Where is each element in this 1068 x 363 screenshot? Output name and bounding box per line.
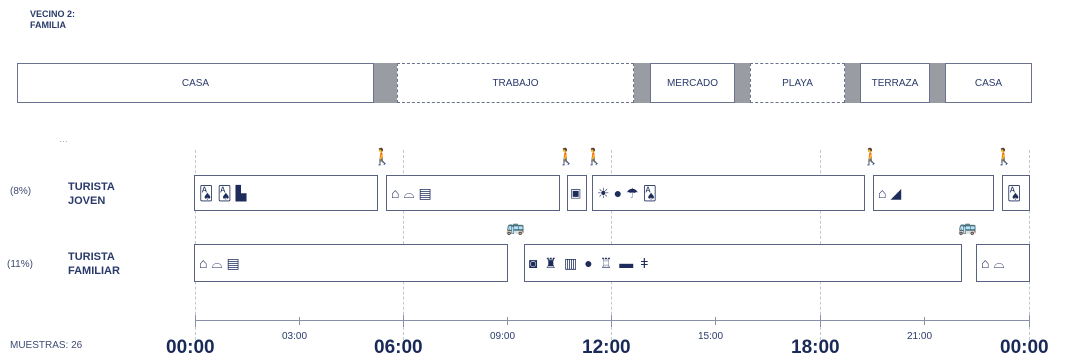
walking-person-icon: 🚶 bbox=[556, 149, 576, 166]
activity-box: 🂡🂡▙ bbox=[194, 175, 378, 211]
segment-trabajo: TRABAJO bbox=[397, 63, 634, 103]
building-icon: ▥ bbox=[564, 255, 578, 271]
axis-tick bbox=[924, 317, 925, 325]
bag-icon: ▤ bbox=[418, 185, 432, 201]
activity-box: ⌂⌓ bbox=[976, 244, 1030, 282]
home-icon: ⌂ bbox=[981, 255, 990, 271]
bus-shelter-icon: ⌓ bbox=[993, 255, 1005, 271]
samples-count: MUESTRAS: 26 bbox=[10, 340, 83, 351]
segment-mercado: MERCADO bbox=[650, 63, 735, 103]
major-hour-label: 18:00 bbox=[791, 337, 840, 358]
cards-icon: 🂡 bbox=[642, 185, 657, 201]
row-label-line-2: JOVEN bbox=[68, 195, 106, 207]
axis-tick bbox=[403, 315, 404, 327]
minor-hour-label: 15:00 bbox=[698, 331, 724, 342]
walking-person-icon: 🚶 bbox=[994, 149, 1014, 166]
segment-transition bbox=[735, 63, 750, 103]
home-icon: ⌂ bbox=[878, 185, 887, 201]
parasol-icon: ☂ bbox=[626, 185, 639, 201]
cutlery-icon: ǂ bbox=[640, 255, 649, 271]
train-icon: ▬ bbox=[619, 255, 634, 271]
bus-icon: 🚌 bbox=[506, 219, 525, 236]
church-icon: ♜ bbox=[544, 255, 558, 271]
neighbor-title: VECINO 2: FAMILIA bbox=[30, 9, 75, 31]
title-line-1: VECINO 2: bbox=[30, 9, 76, 19]
bus-icon: 🚌 bbox=[958, 219, 977, 236]
segment-transition bbox=[845, 63, 860, 103]
activity-box: ☀●☂🂡 bbox=[592, 175, 865, 211]
segment-casa-end: CASA bbox=[945, 63, 1032, 103]
camera-icon: ◙ bbox=[529, 255, 538, 271]
cards-icon: 🂡 bbox=[1007, 185, 1022, 201]
sun-icon: ☀ bbox=[597, 185, 610, 201]
minor-hour-label: 03:00 bbox=[282, 331, 308, 342]
home-icon: ⌂ bbox=[199, 255, 208, 271]
segment-terraza: TERRAZA bbox=[860, 63, 930, 103]
time-axis bbox=[195, 320, 1030, 321]
minor-hour-label: 09:00 bbox=[490, 331, 516, 342]
axis-tick bbox=[1029, 315, 1030, 327]
walking-person-icon: 🚶 bbox=[584, 149, 604, 166]
segment-transition bbox=[374, 63, 397, 103]
row-label-line-1: TURISTA bbox=[68, 251, 115, 263]
minor-hour-label: 21:00 bbox=[907, 331, 933, 342]
activity-box: ⌂◢ bbox=[873, 175, 994, 211]
place-timeline: CASA TRABAJO MERCADO PLAYA TERRAZA CASA bbox=[17, 63, 1032, 103]
burger-icon: ● bbox=[584, 255, 593, 271]
axis-tick bbox=[507, 317, 508, 325]
burger-icon: ● bbox=[613, 185, 623, 201]
activity-box: ◙ ♜ ▥ ● ♖ ▬ ǂ bbox=[524, 244, 962, 282]
pizza-icon: ◢ bbox=[890, 185, 902, 201]
axis-tick bbox=[299, 317, 300, 325]
shop-icon: ▣ bbox=[570, 186, 582, 200]
row-label-line-2: FAMILIAR bbox=[68, 265, 120, 277]
row-label: TURISTA JOVEN bbox=[68, 180, 115, 208]
cut-off-label: ... bbox=[60, 138, 69, 144]
title-line-2: FAMILIA bbox=[30, 20, 66, 30]
bus-shelter-icon: ⌓ bbox=[211, 255, 223, 271]
bag-icon: ▤ bbox=[226, 255, 240, 271]
axis-tick bbox=[611, 315, 612, 327]
major-hour-label: 06:00 bbox=[374, 337, 423, 358]
row-percentage: (11%) bbox=[7, 259, 33, 270]
walking-person-icon: 🚶 bbox=[372, 149, 392, 166]
row-label: TURISTA FAMILIAR bbox=[68, 250, 120, 278]
bed-icon: ▙ bbox=[235, 185, 247, 201]
major-hour-label: 00:00 bbox=[1000, 337, 1049, 358]
home-icon: ⌂ bbox=[391, 185, 400, 201]
segment-casa: CASA bbox=[17, 63, 374, 103]
row-percentage: (8%) bbox=[10, 186, 32, 197]
axis-tick bbox=[715, 317, 716, 325]
segment-transition bbox=[634, 63, 650, 103]
major-hour-label: 12:00 bbox=[582, 337, 631, 358]
major-hour-label: 00:00 bbox=[166, 337, 215, 358]
activity-box: 🂡 bbox=[1002, 175, 1030, 211]
segment-playa: PLAYA bbox=[750, 63, 845, 103]
cards-icon: 🂡 bbox=[199, 185, 214, 201]
segment-transition bbox=[930, 63, 945, 103]
axis-tick bbox=[195, 315, 196, 327]
activity-box: ⌂⌓▤ bbox=[386, 175, 560, 211]
cards-icon: 🂡 bbox=[217, 185, 232, 201]
activity-box: ▣ bbox=[567, 175, 587, 211]
walking-person-icon: 🚶 bbox=[861, 149, 881, 166]
palace-icon: ♖ bbox=[599, 255, 613, 271]
bus-shelter-icon: ⌓ bbox=[403, 185, 415, 201]
row-label-line-1: TURISTA bbox=[68, 181, 115, 193]
axis-tick bbox=[820, 315, 821, 327]
activity-box: ⌂⌓▤ bbox=[194, 244, 508, 282]
